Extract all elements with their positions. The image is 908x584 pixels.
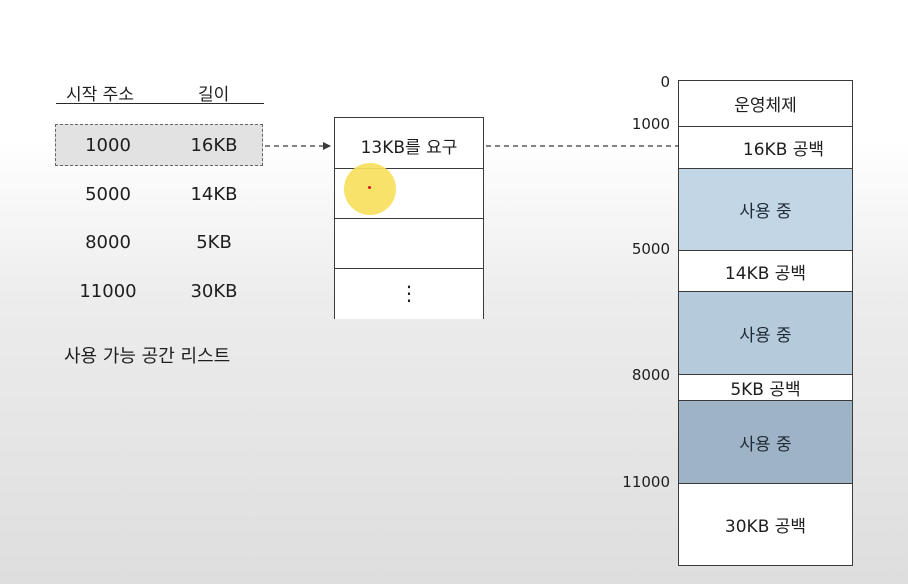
selected-free-block-highlight (55, 124, 263, 166)
memory-segment-label: 사용 중 (739, 434, 792, 455)
free-list-start-1: 1000 (85, 135, 131, 156)
free-list-start-4: 11000 (79, 281, 137, 302)
queue-slot-3 (335, 219, 483, 269)
queue-slot-1: 13KB를 요구 (335, 118, 483, 169)
queue-slot-4: ⋮ (335, 269, 483, 320)
address-label-5000: 5000 (631, 240, 670, 258)
memory-segment-os: 운영체제 (679, 81, 852, 126)
free-list-length-1: 16KB (190, 135, 238, 156)
memory-segment-free-5kb: 5KB 공백 (679, 374, 852, 400)
memory-segment-free-14kb: 14KB 공백 (679, 250, 852, 291)
memory-segment-label: 사용 중 (739, 325, 792, 346)
mouse-cursor-dot (368, 186, 371, 189)
memory-segment-used-3: 사용 중 (679, 400, 852, 483)
free-list-caption: 사용 가능 공간 리스트 (64, 346, 231, 367)
memory-segment-free-30kb: 30KB 공백 (679, 483, 852, 564)
memory-segment-label: 운영체제 (734, 96, 797, 116)
header-rule (56, 103, 264, 104)
header-start-address: 시작 주소 (66, 85, 134, 105)
request-queue: 13KB를 요구 ⋮ (334, 117, 484, 319)
address-label-1000: 1000 (631, 115, 670, 133)
free-list-length-3: 5KB (196, 232, 232, 253)
header-length: 길이 (198, 85, 230, 105)
address-label-0: 0 (660, 73, 670, 91)
free-list-start-2: 5000 (85, 184, 131, 205)
memory-segment-label: 5KB 공백 (730, 380, 801, 400)
free-list-length-4: 30KB (190, 281, 238, 302)
memory-segment-used-2: 사용 중 (679, 291, 852, 374)
mouse-cursor-highlight (344, 163, 396, 215)
address-label-11000: 11000 (622, 473, 670, 491)
address-label-8000: 8000 (631, 366, 670, 384)
free-list-length-2: 14KB (190, 184, 238, 205)
queue-slot-2 (335, 169, 483, 219)
memory-segment-label: 사용 중 (739, 202, 792, 222)
memory-segment-label: 16KB 공백 (742, 140, 825, 160)
free-list-start-3: 8000 (85, 232, 131, 253)
memory-map: 운영체제 16KB 공백 사용 중 14KB 공백 사용 중 5KB 공백 사용… (678, 80, 853, 566)
memory-segment-used-1: 사용 중 (679, 168, 852, 250)
queue-ellipsis: ⋮ (399, 281, 419, 305)
memory-segment-label: 14KB 공백 (724, 263, 807, 284)
memory-segment-label: 30KB 공백 (724, 516, 807, 537)
queue-request-label: 13KB를 요구 (360, 138, 458, 158)
memory-segment-free-16kb: 16KB 공백 (679, 126, 852, 168)
